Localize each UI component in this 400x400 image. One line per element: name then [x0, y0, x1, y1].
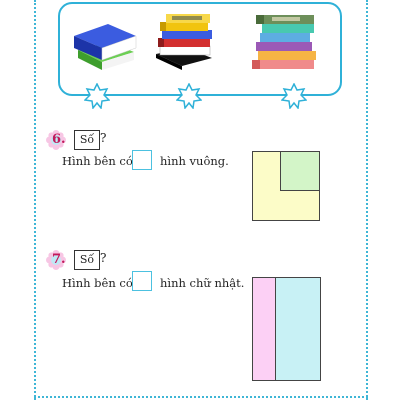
flower-badge-icon: [46, 130, 66, 150]
book-stack-medium-icon: [156, 14, 212, 70]
question-7-mark: ?: [100, 251, 107, 265]
rectangle-figure-left: [252, 277, 276, 381]
question-7-number: 7.: [52, 252, 66, 267]
question-7-answer-box[interactable]: [132, 271, 152, 291]
question-6-tag: Số: [74, 130, 100, 150]
page-border-bottom: [34, 396, 368, 398]
question-6-answer-box[interactable]: [132, 150, 152, 170]
page-border-left: [34, 0, 36, 400]
question-7-text-before: Hình bên có: [62, 276, 133, 290]
question-6-number: 6.: [52, 132, 66, 147]
star-icon: [176, 83, 202, 109]
question-7-tag: Số: [74, 250, 100, 270]
star-icon: [84, 83, 110, 109]
flower-badge-icon: [46, 250, 66, 270]
question-6-mark: ?: [100, 131, 107, 145]
square-figure-small: [280, 151, 320, 191]
question-6-text-before: Hình bên có: [62, 154, 133, 168]
book-stack-small-icon: [74, 24, 137, 70]
question-6-text-after: hình vuông.: [160, 154, 229, 168]
page-border-right: [366, 0, 368, 400]
rectangle-figure-right: [275, 277, 321, 381]
star-icon: [281, 83, 307, 109]
question-7-text-after: hình chữ nhật.: [160, 276, 245, 290]
book-stack-large-icon: [252, 15, 316, 69]
